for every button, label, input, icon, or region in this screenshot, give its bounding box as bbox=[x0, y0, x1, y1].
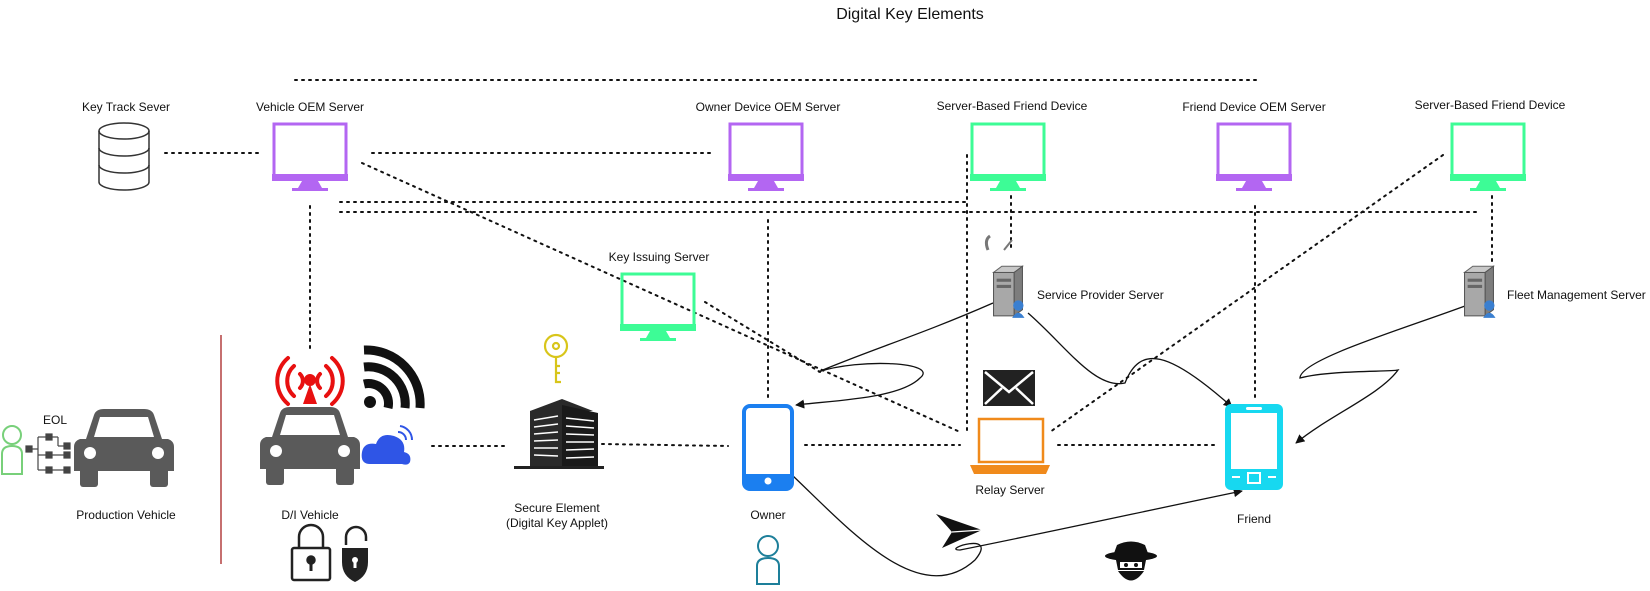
server-tower-icon bbox=[984, 234, 1026, 319]
owner-device-oem-server-label: Owner Device OEM Server bbox=[695, 100, 841, 114]
key-icon bbox=[543, 333, 569, 384]
hacker-icon bbox=[1105, 541, 1157, 581]
production-vehicle-label: Production Vehicle bbox=[76, 508, 176, 522]
di-vehicle-label: D/I Vehicle bbox=[281, 508, 339, 522]
server-based-friend-device-label: Server-Based Friend Device bbox=[1414, 98, 1566, 112]
monitor-icon bbox=[1450, 122, 1526, 192]
secure-element-label: Secure Element bbox=[514, 501, 600, 515]
key-issuing-server-label: Key Issuing Server bbox=[608, 250, 710, 264]
building-icon bbox=[514, 399, 604, 469]
person-icon bbox=[756, 535, 780, 585]
arrow-fleet-friend bbox=[1295, 305, 1466, 444]
page-title: Digital Key Elements bbox=[836, 6, 984, 23]
database-icon bbox=[98, 122, 150, 191]
cloud-icon bbox=[361, 425, 414, 465]
arrow-owner-friend bbox=[791, 474, 1243, 577]
key-track-server-label: Key Track Sever bbox=[81, 100, 171, 114]
server-based-friend-device-label: Server-Based Friend Device bbox=[936, 99, 1088, 113]
link-friendserver2-relay bbox=[1049, 154, 1444, 433]
arrow-servprov-owner bbox=[795, 302, 994, 409]
eol-label: EOL bbox=[42, 413, 68, 427]
link-keyissuing-owner bbox=[704, 301, 821, 373]
padlock-icon bbox=[290, 523, 332, 582]
owner-label: Owner bbox=[750, 508, 786, 522]
paper-plane-icon bbox=[936, 514, 983, 548]
wifi-icon bbox=[362, 345, 425, 410]
envelope-icon bbox=[983, 370, 1035, 406]
server-tower-icon bbox=[1464, 265, 1497, 319]
connections bbox=[164, 79, 1493, 447]
car-icon bbox=[74, 409, 174, 487]
laptop-icon bbox=[970, 417, 1050, 474]
monitor-icon bbox=[272, 122, 348, 192]
hierarchy-icon bbox=[25, 433, 71, 474]
phone-icon bbox=[1225, 404, 1283, 490]
monitor-icon bbox=[970, 122, 1046, 192]
arrows bbox=[791, 302, 1466, 577]
arrow-servprov-friend bbox=[1027, 312, 1233, 408]
link-secureelement-owner bbox=[601, 443, 729, 447]
phone-icon bbox=[742, 404, 794, 491]
person-icon bbox=[1, 425, 23, 475]
secure-element-sublabel: (Digital Key Applet) bbox=[505, 516, 609, 530]
link-vehicleoem-relay bbox=[361, 162, 961, 433]
vehicle-oem-server-label: Vehicle OEM Server bbox=[255, 100, 365, 114]
friend-label: Friend bbox=[1236, 512, 1272, 526]
service-provider-server-label: Service Provider Server bbox=[1037, 288, 1164, 302]
fleet-management-server-label: Fleet Management Server bbox=[1507, 288, 1646, 302]
friend-device-oem-server-label: Friend Device OEM Server bbox=[1182, 100, 1326, 114]
shield-lock-icon bbox=[342, 525, 368, 582]
monitor-icon bbox=[728, 122, 804, 192]
monitor-icon bbox=[1216, 122, 1292, 192]
antenna-icon bbox=[275, 356, 345, 406]
relay-server-label: Relay Server bbox=[975, 483, 1045, 497]
car-icon bbox=[260, 407, 360, 485]
